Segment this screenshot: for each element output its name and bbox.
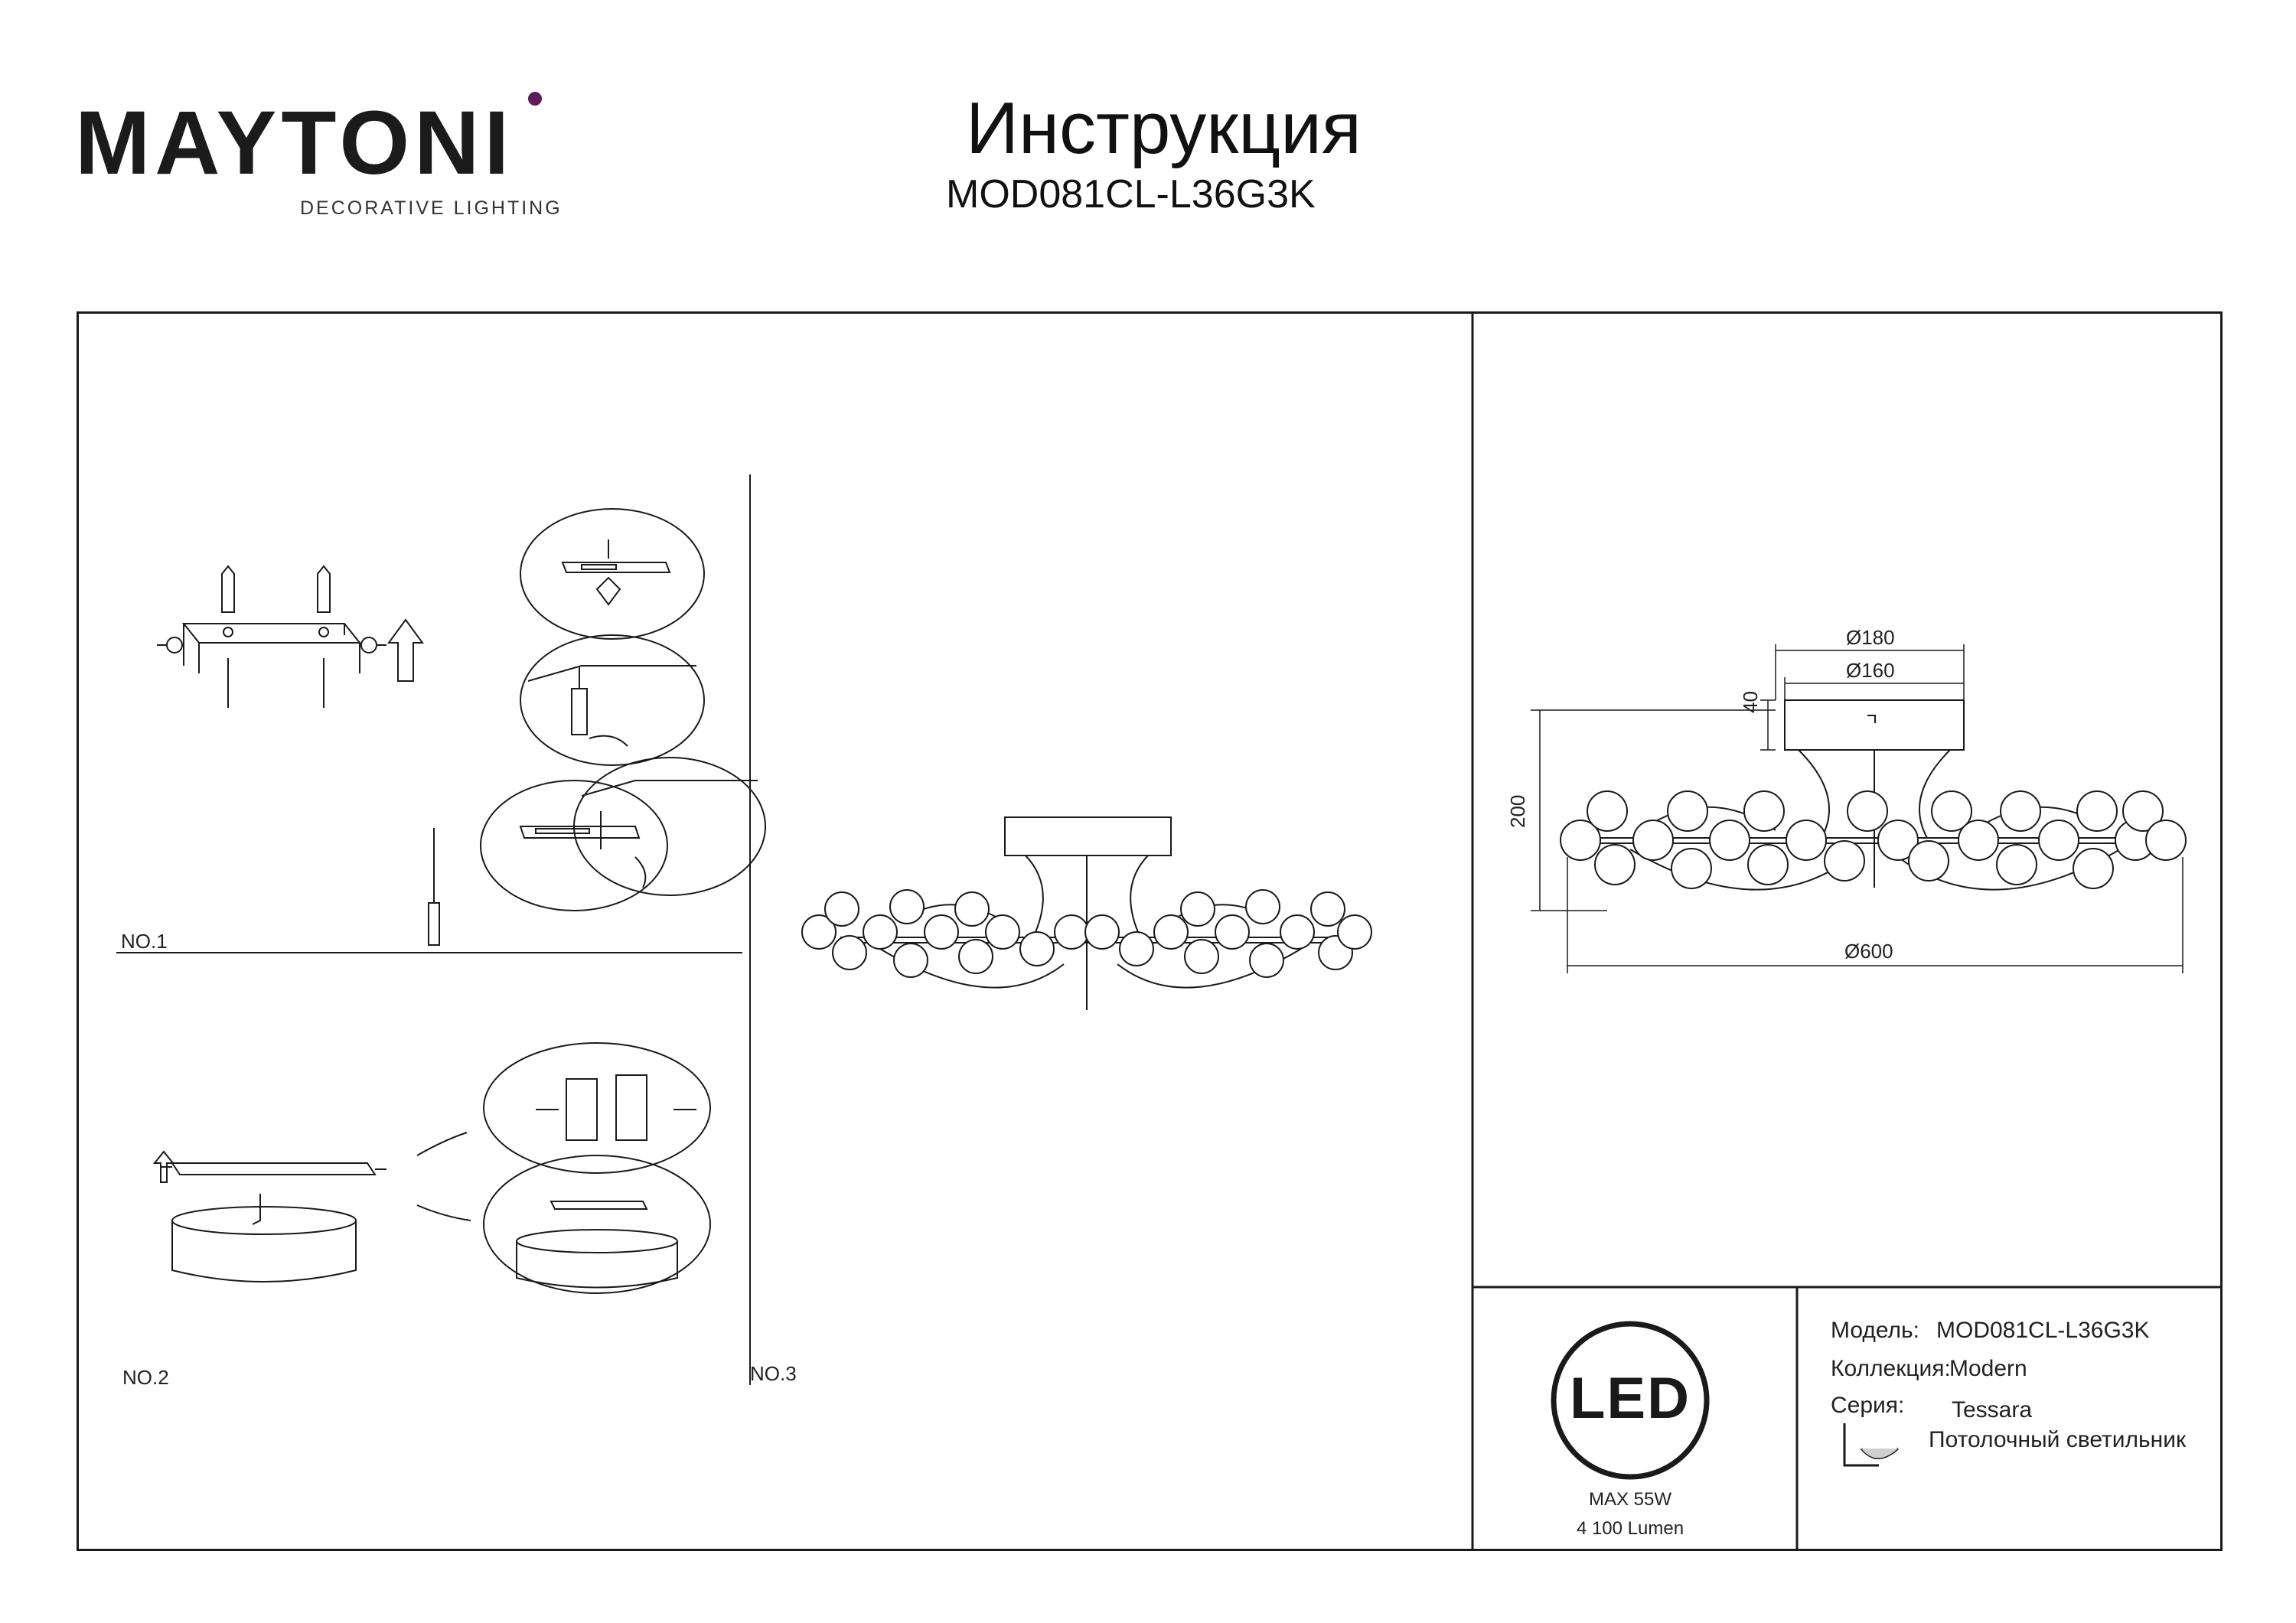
document-model-number: MOD081CL-L36G3K: [946, 172, 1316, 217]
document-title: Инструкция: [966, 87, 1362, 169]
dimension-d600: Ø600: [1844, 940, 1893, 963]
step1-detail-circles: [428, 508, 766, 946]
brand-logo: MAYTONI: [75, 93, 514, 194]
spec-model-value: MOD081CL-L36G3K: [1936, 1318, 2150, 1343]
instruction-frame: [77, 311, 2223, 1551]
dimension-d180: Ø180: [1846, 626, 1895, 649]
dimension-d160: Ø160: [1846, 659, 1895, 682]
step-label-3: NO.3: [750, 1362, 797, 1385]
dimension-h200: 200: [1506, 794, 1529, 828]
step2-canopy-drawing: [152, 1042, 711, 1294]
ceiling-lamp-icon: [1843, 1423, 1899, 1467]
step1-bracket-drawing: [157, 565, 424, 708]
spec-model-label: Модель:: [1831, 1318, 1920, 1343]
step-label-2: NO.2: [122, 1366, 169, 1389]
spec-type-value: Потолочный светильник: [1929, 1427, 2187, 1452]
led-power: MAX 55W: [1588, 1489, 1672, 1510]
spec-collection-label: Коллекция:: [1831, 1356, 1951, 1381]
logo-accent-dot: [528, 92, 542, 106]
led-badge-circle: [1551, 1321, 1710, 1480]
spec-series-label: Серия:: [1831, 1393, 1905, 1418]
spec-collection-value: Modern: [1949, 1356, 2027, 1381]
brand-tagline: DECORATIVE LIGHTING: [300, 197, 563, 219]
ceiling-lamp-icon-fill: [1861, 1449, 1898, 1458]
dimension-lines: [1531, 644, 2183, 973]
step3-glass-globes: [801, 889, 1372, 978]
step-label-1: NO.1: [121, 930, 168, 953]
led-flux: 4 100 Lumen: [1576, 1518, 1684, 1539]
spec-series-value: Tessara: [1952, 1397, 2033, 1423]
led-badge-text: LED: [1570, 1366, 1691, 1431]
dimension-drawing-globes: [1560, 790, 2187, 889]
dimension-h40: 40: [1739, 691, 1762, 713]
